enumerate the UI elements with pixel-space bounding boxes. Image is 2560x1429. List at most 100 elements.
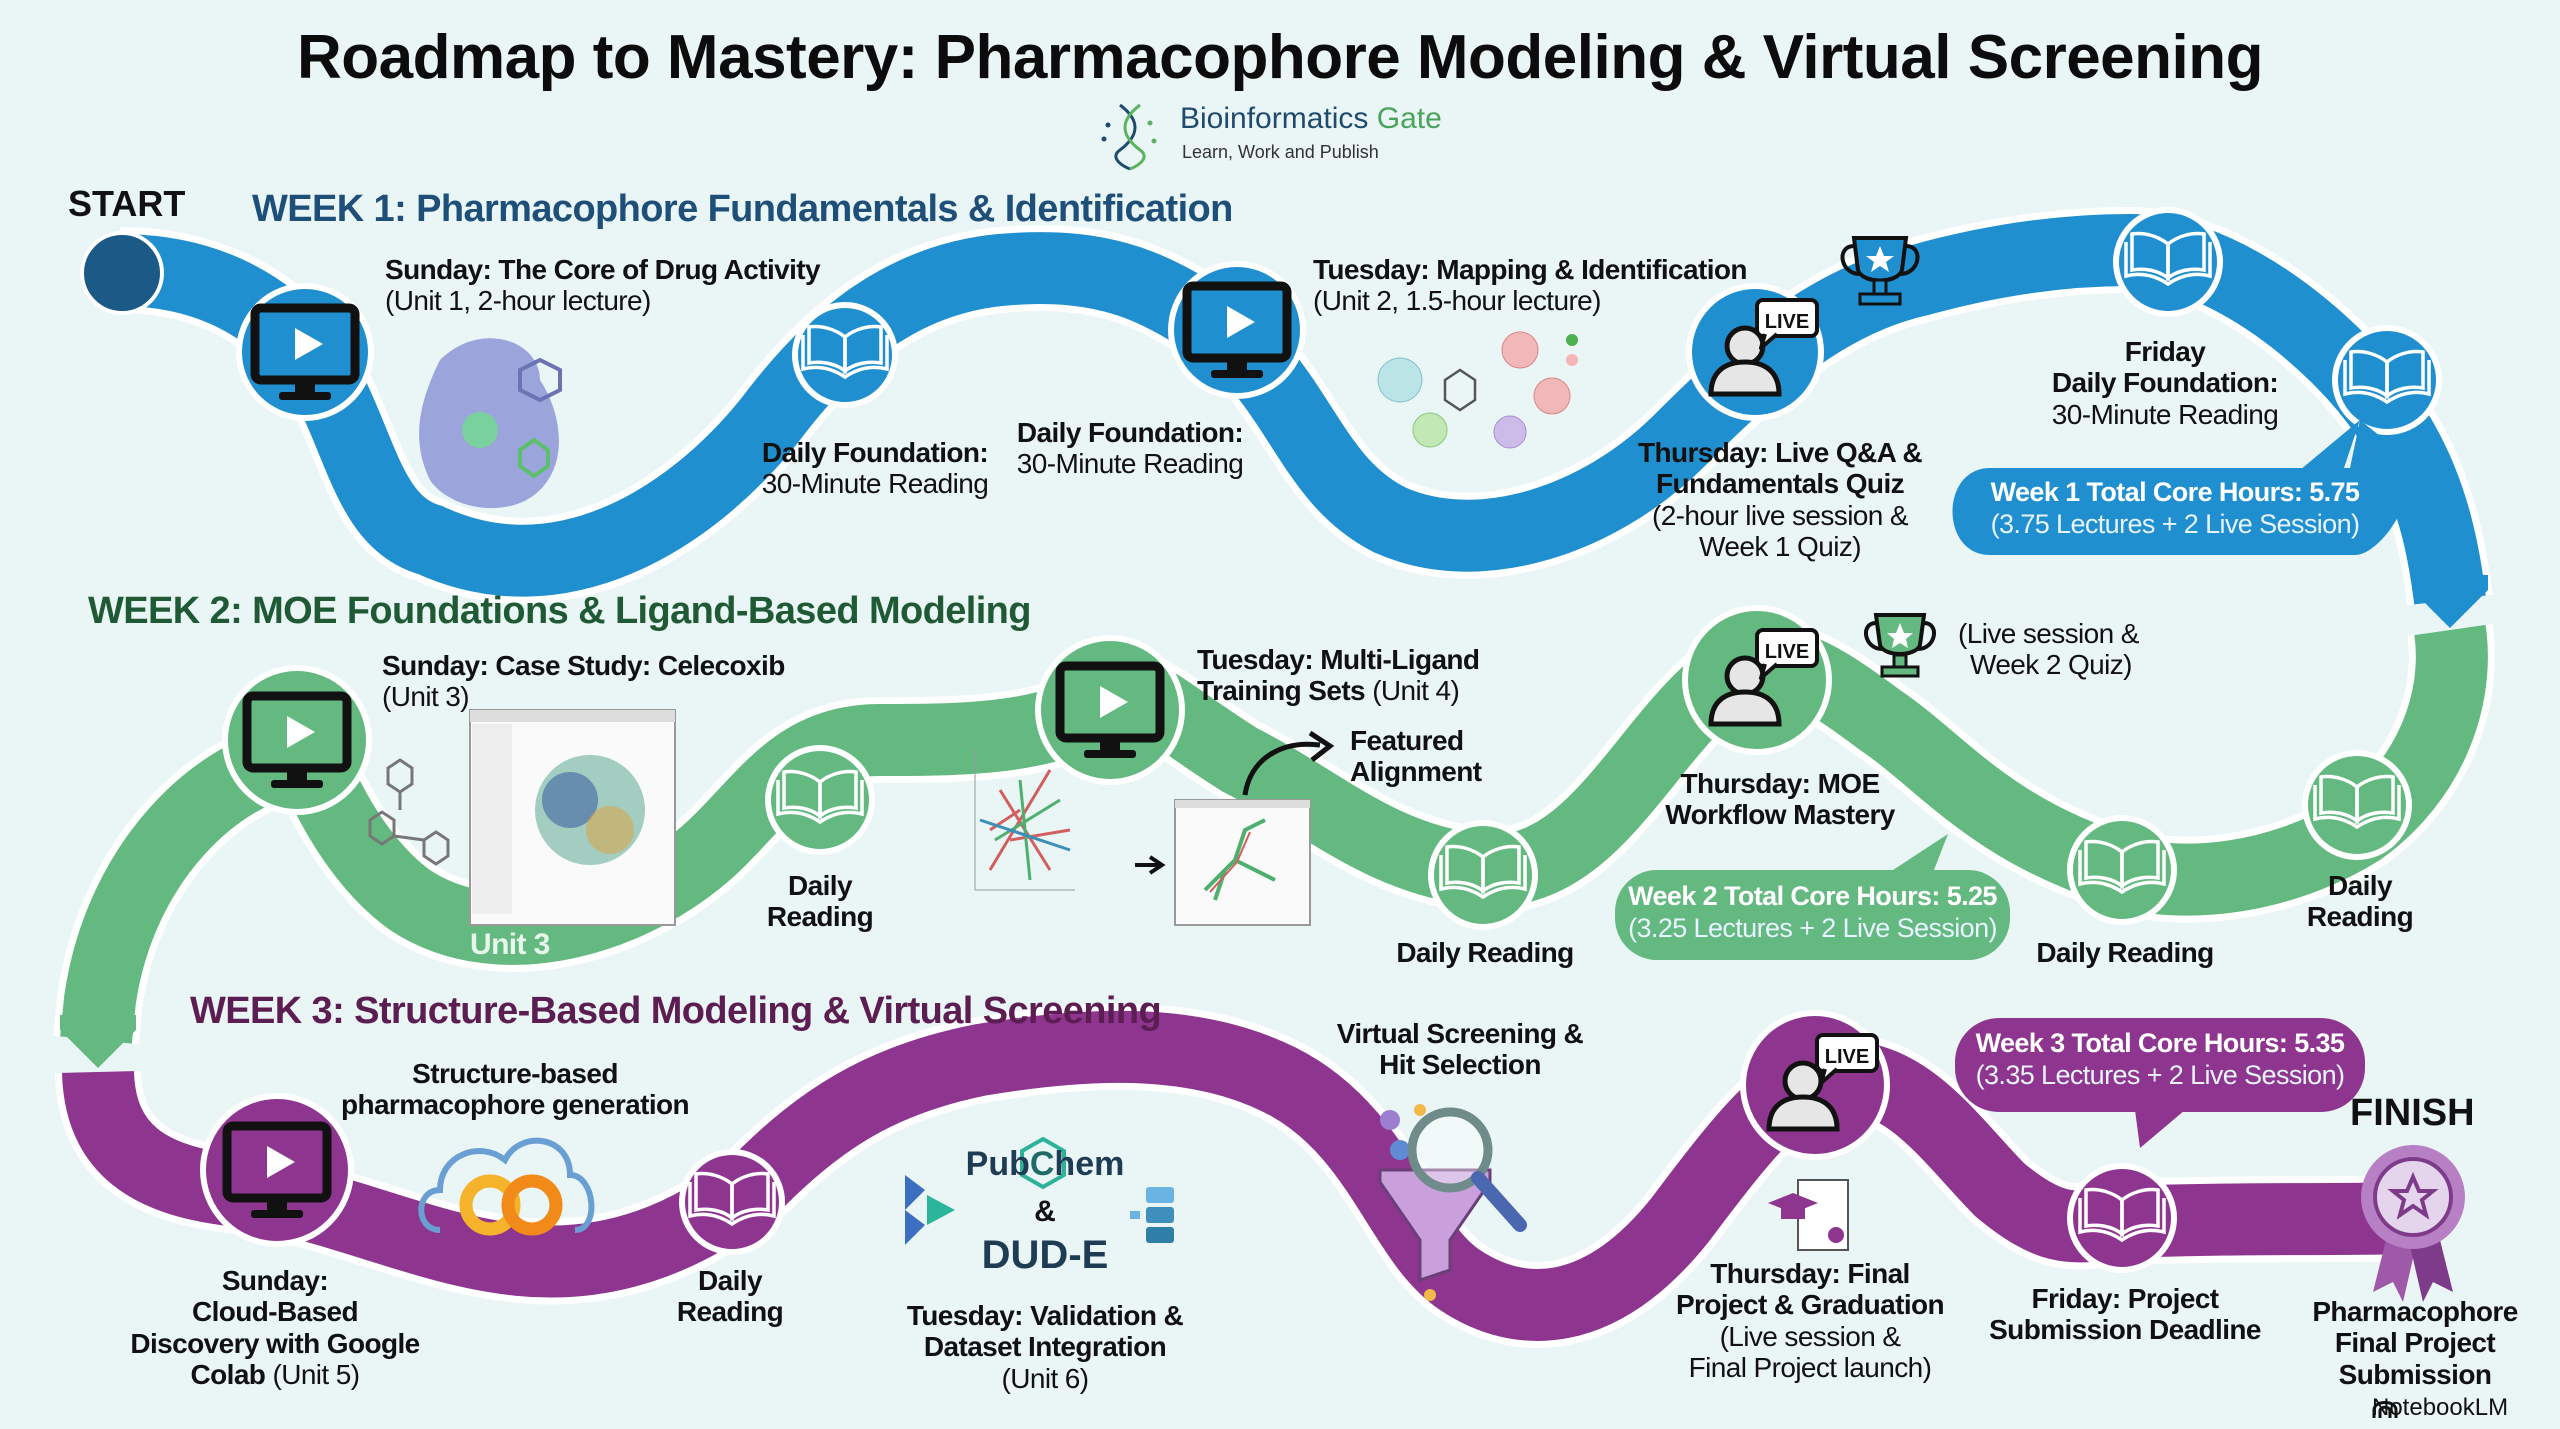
w2-sunday-detail: (Unit 3) (382, 681, 470, 713)
w1-sunday-detail: (Unit 1, 2-hour lecture) (385, 285, 651, 317)
finish-line2: Final Project (2334, 1327, 2496, 1359)
w1-friday-line1: Friday (2124, 336, 2206, 367)
w3-sunday-line3: Discovery with Google (130, 1327, 420, 1359)
w3-structure-line2: pharmacophore generation (340, 1089, 690, 1121)
w2-tuesday-line1: Tuesday: Multi-Ligand (1197, 644, 1480, 675)
w1-total-detail: (3.75 Lectures + 2 Live Session) (1990, 509, 2360, 540)
w3-thursday-node[interactable] (1740, 1010, 1890, 1160)
pharmacophore-map-figure (1377, 331, 1578, 449)
w2-sunday-label: Sunday: Case Study: Celecoxib (Unit 3) (382, 650, 785, 713)
pubchem-part1: Pub (965, 1145, 1030, 1183)
w3-total-title: Week 3 Total Core Hours: 5.35 (1975, 1028, 2345, 1058)
week1-heading: WEEK 1: Pharmacophore Fundamentals & Ide… (252, 188, 1233, 230)
page-title: Roadmap to Mastery: Pharmacophore Modeli… (296, 23, 2264, 92)
w2-tuesday-node[interactable] (1035, 635, 1185, 785)
w1-thursday-node[interactable] (1686, 283, 1824, 421)
w3-reading1-line2: Reading (676, 1296, 784, 1328)
w3-friday-line1: Friday: Project (2031, 1283, 2219, 1314)
w2-reading4-line2: Reading (2306, 901, 2414, 933)
w2-note-line1: (Live session & (1958, 618, 2139, 649)
w1-thursday-title-2: Fundamentals Quiz (1655, 468, 1905, 500)
start-label: START (68, 183, 186, 224)
w1-sunday-title: Sunday: The Core of Drug Activity (385, 254, 821, 285)
w3-structure-label: Structure-based pharmacophore generation (330, 1058, 700, 1121)
week3-heading: WEEK 3: Structure-Based Modeling & Virtu… (190, 990, 1162, 1032)
w3-structure-line1: Structure-based (412, 1058, 618, 1089)
pubchem-logo: PubChem (945, 1145, 1145, 1183)
w2-thursday-label: Thursday: MOE Workflow Mastery (1660, 768, 1900, 831)
w2-reading3-label: Daily Reading (2036, 937, 2214, 968)
w2-reading-node-4[interactable] (2302, 750, 2412, 860)
w1-reading-node-1[interactable] (792, 302, 898, 408)
unit3-path-label: Unit 3 (470, 928, 550, 961)
w2-reading1-line2: Reading (766, 901, 874, 933)
w2-total-hours: Week 2 Total Core Hours: 5.25 (3.25 Lect… (1615, 880, 2010, 945)
w3-total-hours: Week 3 Total Core Hours: 5.35 (3.35 Lect… (1955, 1027, 2365, 1092)
w2-thursday-node[interactable] (1682, 605, 1832, 755)
w3-tuesday-line1: Tuesday: Validation & (906, 1300, 1184, 1331)
w2-sunday-node[interactable] (222, 665, 372, 815)
week2-total-callout (1615, 834, 2010, 960)
w3-reading1-line1: Daily (698, 1265, 763, 1296)
moe-software-screenshot (469, 709, 676, 926)
w3-sunday-line2: Cloud-Based (191, 1296, 359, 1328)
w3-reading-node-1[interactable] (679, 1149, 785, 1255)
w3-friday-label: Friday: Project Submission Deadline (1980, 1283, 2270, 1346)
w1-total-hours: Week 1 Total Core Hours: 5.75 (3.75 Lect… (1965, 476, 2385, 541)
w2-thursday-line2: Workflow Mastery (1665, 799, 1895, 831)
celecoxib-structure-figure (368, 758, 450, 866)
ampersand: & (1034, 1195, 1056, 1228)
w2-total-title: Week 2 Total Core Hours: 5.25 (1628, 881, 1997, 911)
w1-friday-node-1[interactable] (2113, 207, 2223, 317)
w3-tuesday-line2: Dataset Integration (923, 1331, 1167, 1363)
w3-tuesday-line3: (Unit 6) (1001, 1362, 1090, 1394)
w3-screening-label: Virtual Screening & Hit Selection (1320, 1018, 1600, 1081)
pubchem-c: C (1029, 1145, 1055, 1183)
w2-reading-node-3[interactable] (2067, 815, 2177, 925)
arrow-icon (1135, 855, 1166, 875)
w1-friday-line3: 30-Minute Reading (2051, 398, 2279, 430)
w1-reading1-label: Daily Foundation: 30-Minute Reading (740, 437, 1010, 500)
notebooklm-brand: NotebookLM (2372, 1394, 2509, 1421)
w1-tuesday-detail: (Unit 2, 1.5-hour lecture) (1313, 285, 1601, 317)
w3-thursday-label: Thursday: Final Project & Graduation (Li… (1660, 1258, 1960, 1383)
google-colab-icon (418, 1137, 595, 1236)
w2-tuesday-label: Tuesday: Multi-Ligand Training Sets (Uni… (1197, 644, 1480, 707)
w1-friday-node-2[interactable] (2332, 325, 2442, 435)
w1-reading2-detail: 30-Minute Reading (1016, 448, 1244, 480)
featured-line1: Featured (1350, 725, 1464, 756)
w1-tuesday-label: Tuesday: Mapping & Identification (Unit … (1313, 254, 1748, 317)
w1-friday-line2: Daily Foundation: (2051, 367, 2279, 399)
w1-tuesday-node[interactable] (1168, 261, 1306, 399)
logo-tagline: Learn, Work and Publish (1182, 142, 1379, 162)
w3-total-detail: (3.35 Lectures + 2 Live Session) (1975, 1060, 2345, 1091)
pubchem-part2: hem (1054, 1145, 1125, 1183)
w3-friday-line2: Submission Deadline (1989, 1314, 2261, 1346)
w2-reading1-line1: Daily (788, 870, 853, 901)
notebooklm-icon (2372, 1401, 2398, 1418)
w2-reading-node-1[interactable] (765, 745, 875, 855)
w2-sunday-title: Sunday: Case Study: Celecoxib (382, 650, 785, 681)
w2-reading4-label: Daily Reading (2300, 870, 2420, 933)
trophy-icon (1864, 613, 1936, 678)
w3-thursday-line3: (Live session & (1719, 1320, 1901, 1352)
logo-name: Bioinformatics (1180, 102, 1369, 135)
start-marker (80, 231, 164, 315)
w1-sunday-node[interactable] (236, 283, 374, 421)
w2-tuesday-line2-bold: Training Sets (1197, 675, 1366, 707)
dataset-logo-left (905, 1175, 955, 1245)
week3-total-callout (1955, 1018, 2365, 1148)
w2-note-line2: Week 2 Quiz) (1970, 649, 2133, 681)
w1-thursday-detail-2: Week 1 Quiz) (1699, 531, 1862, 563)
w3-thursday-line1: Thursday: Final (1710, 1258, 1910, 1289)
w2-tuesday-line2-rest: (Unit 4) (1365, 675, 1460, 707)
week1-total-callout (1952, 420, 2409, 555)
w2-reading-node-2[interactable] (1428, 820, 1538, 930)
w3-sunday-node[interactable] (200, 1093, 354, 1247)
w3-friday-node[interactable] (2067, 1163, 2177, 1273)
w3-sunday-line4-rest: (Unit 5) (265, 1359, 360, 1391)
w1-total-title: Week 1 Total Core Hours: 5.75 (1990, 477, 2360, 507)
finish-award-ribbon-icon (2361, 1145, 2465, 1302)
w2-live-note: (Live session & Week 2 Quiz) (1958, 618, 2139, 681)
